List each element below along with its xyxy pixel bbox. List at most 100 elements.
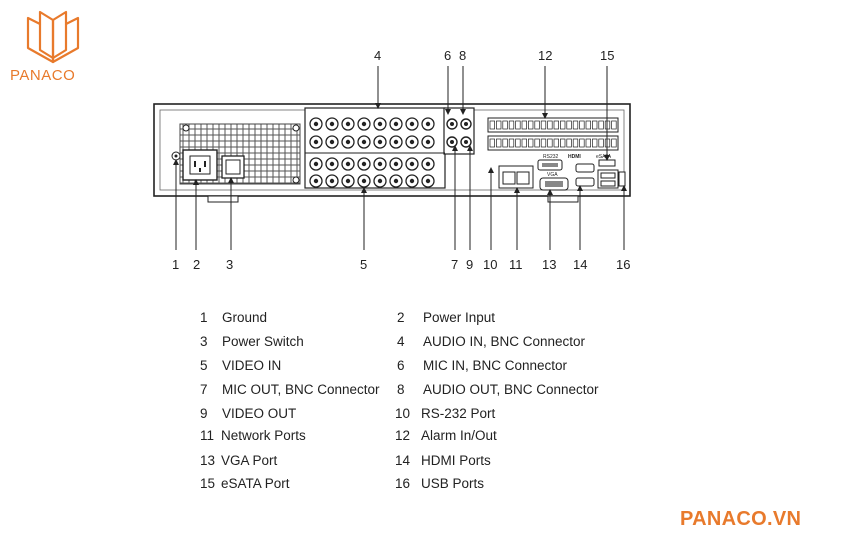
bnc-pin-icon [393, 139, 399, 145]
alarm-terminal-pin [560, 120, 566, 130]
alarm-terminal-pin [521, 120, 527, 130]
callout-10: 10 [483, 257, 498, 272]
callout-1: 1 [172, 257, 180, 272]
legend-label: Alarm In/Out [421, 428, 497, 443]
legend-number: 16 [395, 476, 411, 491]
alarm-terminal-pin [496, 120, 502, 130]
legend-number: 4 [397, 334, 405, 349]
legend-number: 2 [397, 310, 405, 325]
callout-leader-lines [173, 66, 627, 250]
legend-number: 8 [397, 382, 405, 397]
bnc-pin-icon [345, 121, 351, 127]
bnc-pin-icon [409, 178, 415, 184]
alarm-terminal-pin [521, 138, 527, 148]
callout-9: 9 [466, 257, 474, 272]
bnc-pin-icon [377, 121, 383, 127]
alarm-terminal-pin [585, 120, 591, 130]
bnc-pin-icon [409, 161, 415, 167]
usb-ports [597, 169, 626, 189]
legend-number: 14 [395, 453, 411, 468]
callout-16: 16 [616, 257, 631, 272]
legend-label: Ground [222, 310, 268, 325]
bnc-pin-icon [313, 161, 319, 167]
alarm-terminal-pin [560, 138, 566, 148]
callout-8: 8 [459, 48, 467, 63]
alarm-terminal-pin [508, 120, 515, 130]
bnc-pin-icon [409, 139, 415, 145]
bnc-pin-icon [345, 139, 351, 145]
legend-number: 3 [200, 334, 208, 349]
network-ports [498, 165, 534, 189]
callout-11: 11 [509, 257, 523, 272]
alarm-terminal-pin [515, 138, 521, 148]
alarm-terminal-pin [592, 120, 598, 130]
bnc-pin-icon [425, 178, 431, 184]
legend-number: 15 [200, 476, 216, 491]
alarm-terminal-pin [566, 120, 572, 130]
legend-label: AUDIO OUT, BNC Connector [423, 382, 599, 397]
alarm-terminal-pin [528, 120, 534, 130]
alarm-terminal-pin [566, 138, 572, 148]
bnc-pin-icon [345, 178, 351, 184]
alarm-terminal-pin [579, 138, 585, 148]
callout-3: 3 [226, 257, 234, 272]
bnc-pin-icon [329, 139, 335, 145]
legend-number: 5 [200, 358, 208, 373]
alarm-terminal-pin [611, 120, 617, 130]
alarm-terminal-pin [547, 120, 553, 130]
bnc-pin-icon [361, 121, 367, 127]
legend-label: VIDEO IN [222, 358, 282, 373]
bnc-pin-icon [329, 161, 335, 167]
alarm-terminal-pin [502, 120, 508, 130]
brand-logo: PANACO [10, 10, 100, 85]
callout-15: 15 [600, 48, 615, 63]
legend-label: RS-232 Port [421, 406, 496, 421]
legend-number: 12 [395, 428, 411, 443]
callout-2: 2 [193, 257, 201, 272]
legend-number: 7 [200, 382, 208, 397]
bnc-pin-icon [377, 161, 383, 167]
callout-14: 14 [573, 257, 588, 272]
legend-number: 13 [200, 453, 216, 468]
alarm-terminal-pin [489, 138, 495, 148]
alarm-terminal-pin [496, 138, 502, 148]
bnc-pin-icon [313, 178, 319, 184]
legend-number: 10 [395, 406, 411, 421]
watermark-text: PANACO.VN [680, 508, 802, 530]
bnc-pin-icon [313, 121, 319, 127]
vga-port: VGA [539, 172, 569, 191]
alarm-terminal-pin [540, 120, 547, 130]
bnc-pin-icon [329, 121, 335, 127]
alarm-terminal-pin [534, 120, 540, 130]
legend-label: AUDIO IN, BNC Connector [423, 334, 586, 349]
esata-label: eSATA [596, 154, 612, 160]
alarm-terminal-pin [585, 138, 591, 148]
alarm-terminal-pin [553, 138, 559, 148]
bnc-pin-icon [425, 139, 431, 145]
legend-label: VGA Port [221, 453, 278, 468]
bnc-pin-icon [361, 178, 367, 184]
rs232-label: RS232 [543, 154, 559, 160]
alarm-terminal-pin [508, 138, 515, 148]
alarm-terminal-pin [598, 120, 604, 130]
bnc-pin-icon [377, 139, 383, 145]
hdmi-ports: HDMI [568, 154, 595, 187]
alarm-terminal-pin [528, 138, 534, 148]
alarm-terminal-pin [553, 120, 559, 130]
bnc-pin-icon [329, 178, 335, 184]
rs232-port: RS232 [537, 154, 563, 171]
bnc-pin-icon [393, 178, 399, 184]
legend-number: 1 [200, 310, 208, 325]
hdmi-label: HDMI [568, 154, 581, 160]
callout-4: 4 [374, 48, 382, 63]
bnc-pin-icon [345, 161, 351, 167]
legend-label: eSATA Port [221, 476, 290, 491]
alarm-terminal-pin [515, 120, 521, 130]
alarm-terminal-pin [598, 138, 604, 148]
bnc-pin-icon [361, 161, 367, 167]
alarm-terminal-pin [572, 138, 579, 148]
legend-number: 6 [397, 358, 405, 373]
callout-5: 5 [360, 257, 368, 272]
bnc-pin-icon [313, 139, 319, 145]
